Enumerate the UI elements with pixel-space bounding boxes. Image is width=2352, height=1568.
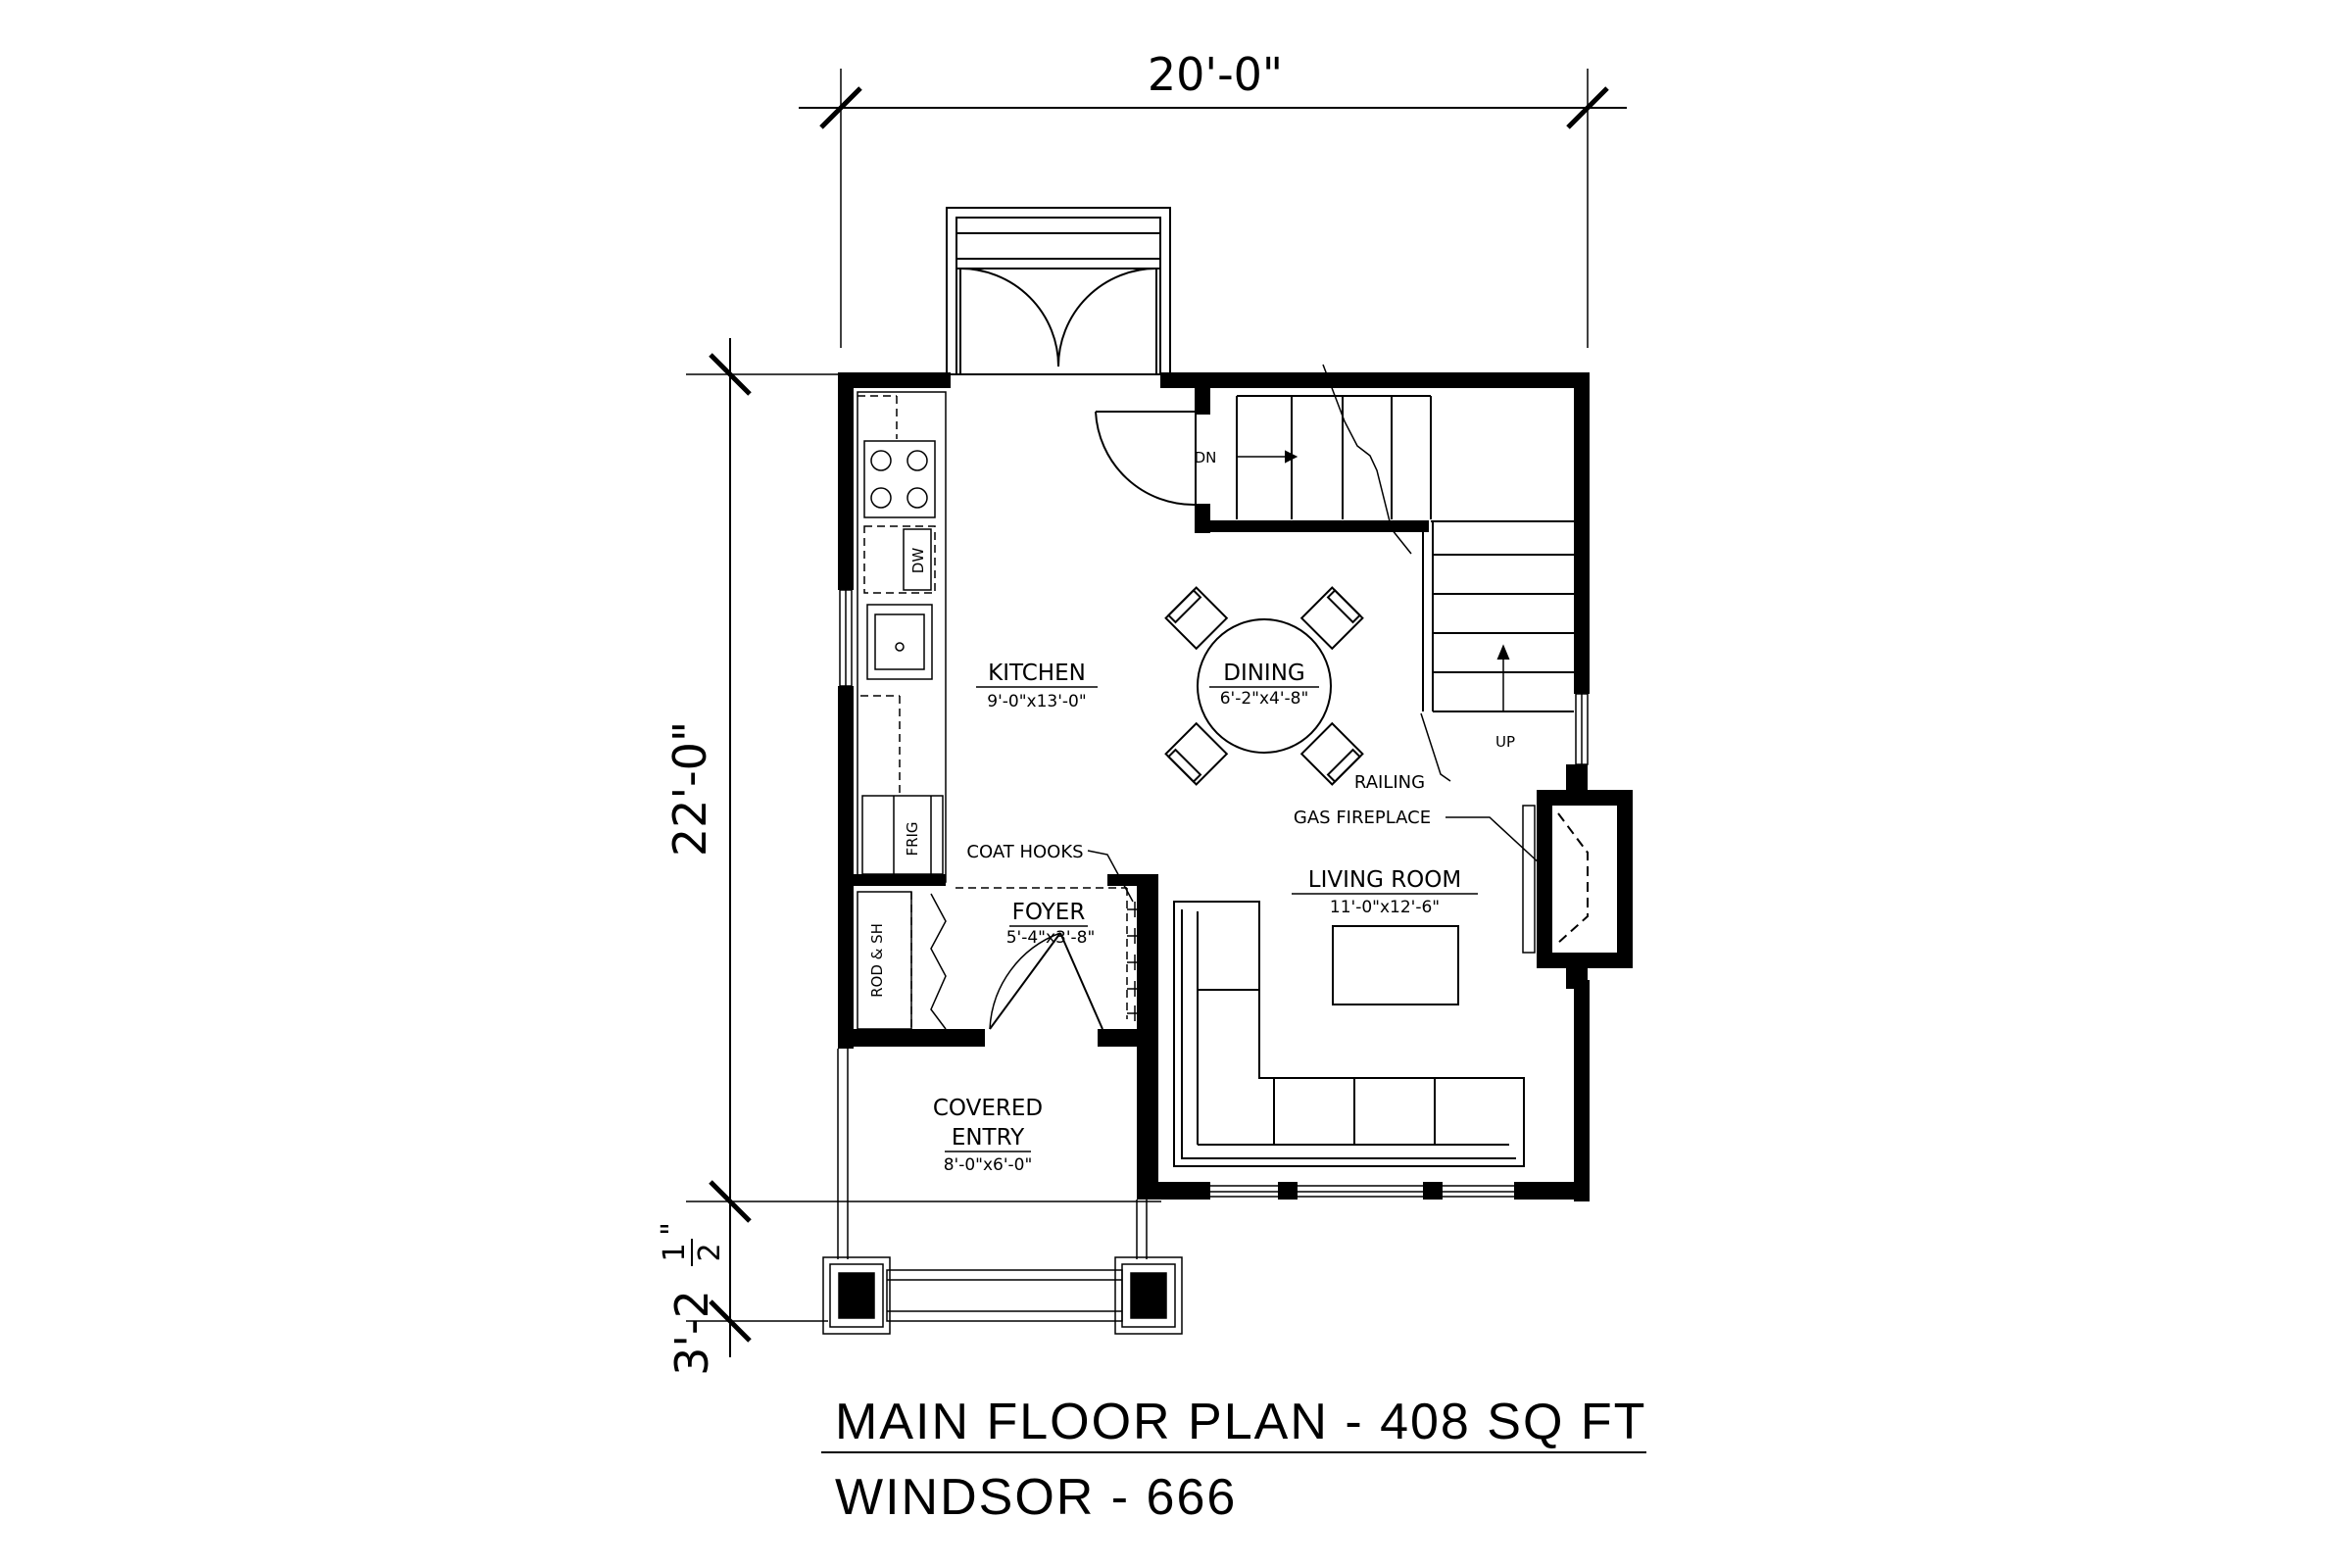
dining-label: DINING	[1223, 661, 1305, 686]
rod-shelf-label: ROD & SH	[868, 923, 886, 998]
living-room-label: LIVING ROOM	[1308, 867, 1462, 893]
windows	[839, 589, 1589, 1198]
covered-entry-label-line2: ENTRY	[952, 1125, 1025, 1151]
stairs	[1195, 364, 1574, 782]
porch-depth-fraction-denominator: 2	[693, 1243, 727, 1261]
coffee-table	[1332, 925, 1459, 1005]
overall-width-dimension: 20'-0"	[1148, 48, 1283, 101]
dining-table	[1164, 586, 1364, 786]
stairs-down-label: DN	[1195, 449, 1217, 466]
foyer-label: FOYER	[1012, 900, 1086, 925]
covered-entry-size: 8'-0"x6'-0"	[944, 1155, 1033, 1175]
stairs-up-label: UP	[1495, 733, 1515, 751]
porch-depth-fraction-numerator: 1	[658, 1243, 692, 1261]
plan-subtitle: WINDSOR - 666	[835, 1469, 1237, 1526]
kitchen-door	[1095, 411, 1197, 507]
gas-fireplace-label: GAS FIREPLACE	[1294, 808, 1431, 828]
foyer-fixtures	[857, 850, 1143, 1030]
title-block: MAIN FLOOR PLAN - 408 SQ FT WINDSOR - 66…	[821, 1394, 1646, 1526]
kitchen-fixtures	[857, 391, 947, 883]
dimension-lines	[686, 69, 1627, 1357]
porch-depth-whole: 3'-2	[665, 1290, 718, 1376]
porch-depth-inch-mark: "	[656, 1222, 690, 1236]
annotations: DN UP RAILING GAS FIREPLACE COAT HOOKS D…	[868, 449, 1542, 998]
rear-double-doors	[946, 207, 1171, 375]
covered-entry-porch	[822, 1049, 1183, 1335]
kitchen-size: 9'-0"x13'-0"	[987, 692, 1086, 711]
dining-size: 6'-2"x4'-8"	[1220, 689, 1309, 709]
living-room-size: 11'-0"x12'-6"	[1330, 898, 1440, 917]
covered-entry-label-line1: COVERED	[933, 1096, 1043, 1121]
plan-title: MAIN FLOOR PLAN - 408 SQ FT	[835, 1394, 1646, 1450]
room-labels: KITCHEN 9'-0"x13'-0" DINING 6'-2"x4'-8" …	[933, 661, 1478, 1175]
dishwasher-label: DW	[909, 548, 927, 574]
kitchen-label: KITCHEN	[988, 661, 1086, 686]
gas-fireplace	[1522, 790, 1633, 968]
coat-hooks-label: COAT HOOKS	[966, 842, 1083, 862]
exterior-walls	[838, 372, 1590, 1201]
overall-depth-dimension: 22'-0"	[663, 721, 716, 857]
sectional-sofa	[1173, 901, 1525, 1167]
foyer-size: 5'-4"x3'-8"	[1006, 928, 1096, 948]
fridge-label: FRIG	[904, 821, 921, 856]
railing-label: RAILING	[1354, 772, 1425, 793]
porch-depth-dimension: 3'-2 1 2 "	[656, 1222, 727, 1376]
